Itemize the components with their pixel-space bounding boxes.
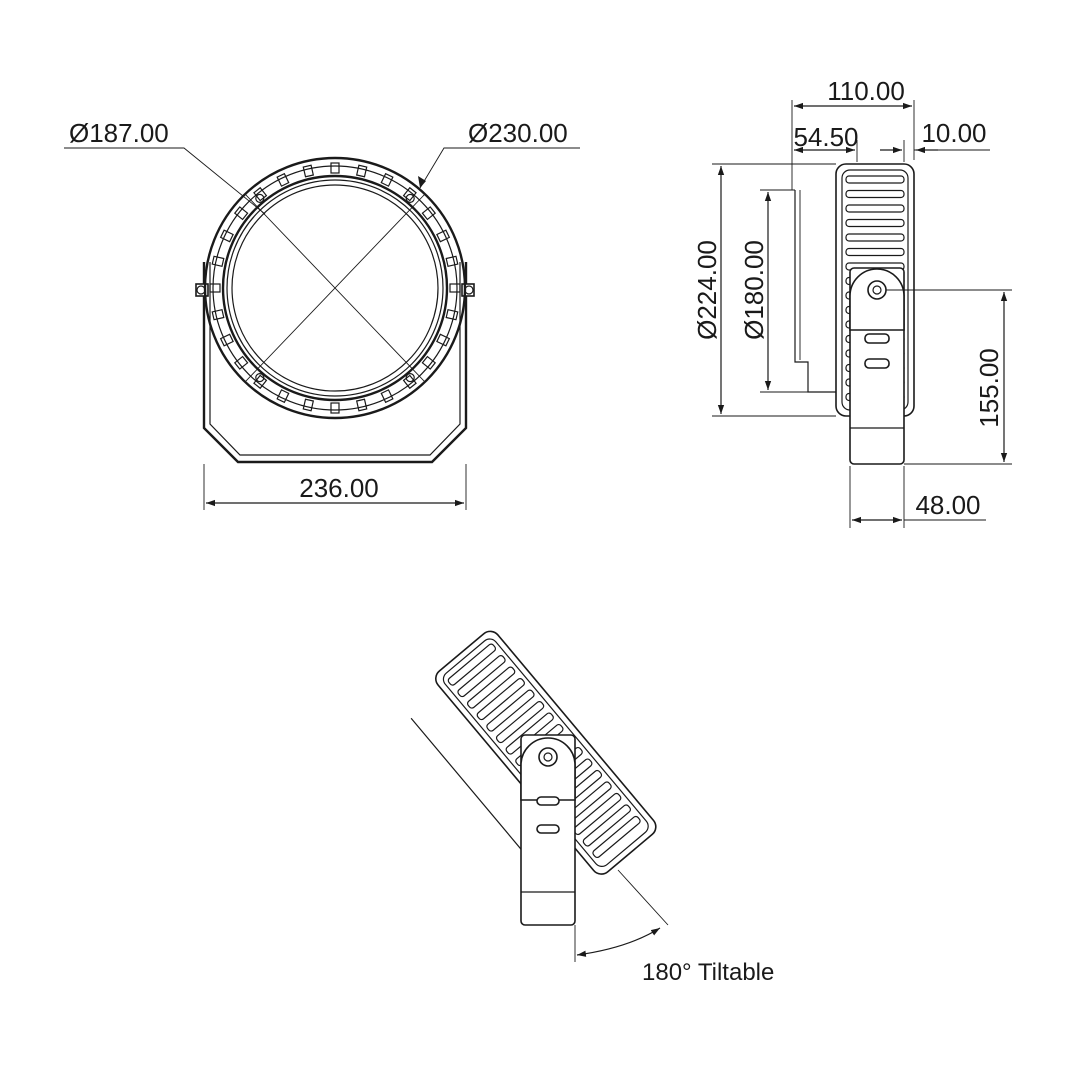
dim-outer-diameter: Ø230.00 [468,118,568,148]
front-fin [449,283,461,293]
side-fin [845,218,905,228]
tilt-fin [592,815,641,859]
front-fin [436,229,451,243]
dim-depth-total: 110.00 [827,76,905,106]
dim-inner-diameter: Ø187.00 [69,118,169,148]
front-fin [445,255,459,268]
front-fin [355,398,368,412]
dim-height-inner: Ø180.00 [739,240,769,340]
screw [405,193,415,203]
front-fin [355,164,368,178]
screw [405,373,415,383]
front-fin [421,355,437,370]
front-fin [421,206,437,221]
tilt-fin [476,678,525,721]
tilt-fin [467,666,516,709]
side-fin [845,247,905,257]
front-fin [209,283,221,293]
front-fin [211,255,225,268]
dim-front-width: 236.00 [299,473,379,503]
front-fin [380,389,394,404]
front-fin [302,164,315,178]
side-view: 110.00 54.50 10.00 Ø224.00 Ø180.00 155.0… [692,76,1012,528]
dim-height-outer: Ø224.00 [692,240,722,340]
front-fin [380,172,394,187]
front-fin [445,308,459,321]
front-fin [233,206,249,221]
side-fin [845,233,905,242]
front-view: Ø187.00 Ø230.00 236.00 [64,118,580,510]
front-fin [219,229,234,243]
tilt-fin [447,643,497,686]
dim-depth-lens: 54.50 [793,122,858,152]
side-fin [845,204,905,213]
dim-bracket-width: 48.00 [915,490,980,520]
side-fin [845,189,905,199]
front-fin [233,355,249,370]
screw [464,285,474,295]
tilt-fin [495,700,545,744]
screw [255,373,265,383]
tilt-fin [457,655,506,698]
tilt-fin [486,689,535,732]
front-fin [211,308,225,321]
front-fin [330,402,340,414]
tilt-view: 180° Tiltable [410,630,774,986]
front-fin [302,398,315,412]
front-fin [436,333,451,347]
front-fin [276,172,290,187]
screw [255,193,265,203]
front-fin [330,162,340,174]
front-screws [196,193,474,383]
dim-depth-rim: 10.00 [921,118,986,148]
dim-height-pivot: 155.00 [974,348,1004,428]
screw [196,285,206,295]
side-fin [845,175,905,184]
tilt-caption: 180° Tiltable [642,959,774,986]
front-fin [276,389,290,404]
front-fin [219,333,234,347]
tilt-fin [582,804,632,847]
